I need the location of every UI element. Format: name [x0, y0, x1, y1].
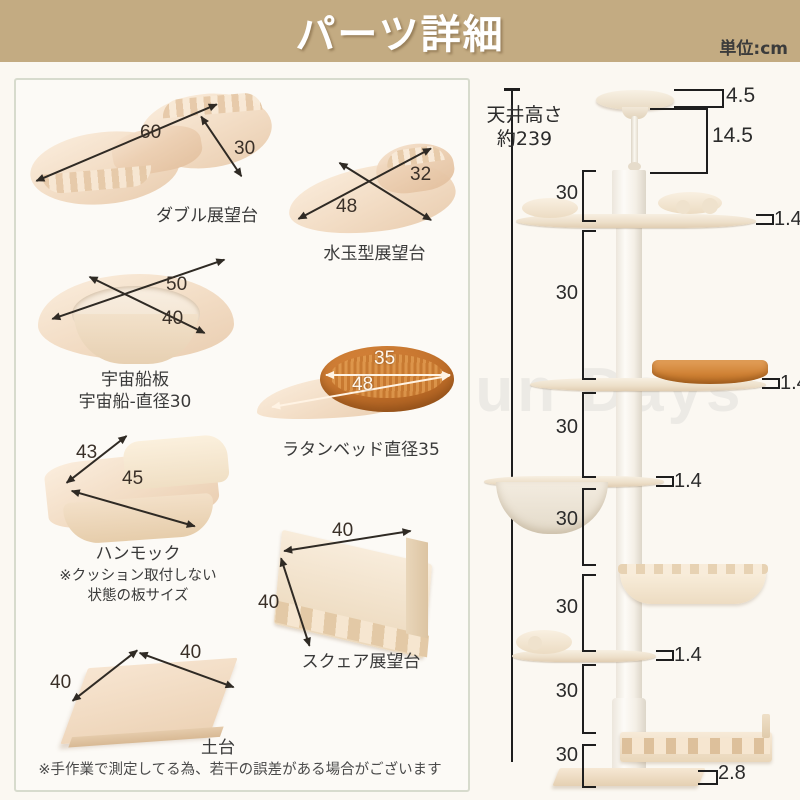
rattan-bed-image [330, 354, 444, 398]
part-base-board: 40 40 土台 [28, 628, 268, 778]
square-deck-slats-on-tower [622, 738, 770, 754]
shelf-thickness-label: 1.4 [674, 644, 702, 666]
shelf-thickness-label: 1.4 [674, 470, 702, 492]
part-caption: 土台 [201, 738, 235, 758]
part-note: ※クッション取付しない [59, 568, 217, 584]
shelf-thickness-label: 1.4 [774, 208, 800, 230]
base-thickness-label: 2.8 [718, 762, 746, 784]
hammock-rail-on-tower [618, 564, 768, 574]
segment-label: 30 [555, 416, 578, 438]
part-square-deck: 40 40 スクェア展望台 [256, 510, 466, 690]
ceiling-plate-neck [622, 107, 648, 119]
polkadot-knob-on-tower [528, 636, 542, 650]
measurement-footnote: ※手作業で測定してる為、若干の誤差がある場合がございます [38, 762, 442, 778]
dimension-label: 35 [374, 348, 396, 369]
segment-label: 30 [555, 680, 578, 702]
square-deck-image [406, 537, 428, 639]
part-caption: 宇宙船板 [101, 370, 169, 390]
base-thickness-callout [698, 770, 718, 785]
segment-bracket [582, 488, 596, 566]
dimension-label: 50 [166, 274, 188, 295]
pole-body [616, 216, 642, 776]
pole-top [612, 170, 646, 218]
ceiling-height-line1: 天井高さ [486, 104, 563, 126]
part-caption: 宇宙船-直径30 [78, 392, 192, 412]
dimension-label: 48 [352, 374, 374, 395]
tension-rod [631, 116, 638, 166]
page-title: パーツ詳細 [295, 12, 505, 58]
dimension-label: 60 [140, 122, 162, 143]
part-caption: ダブル展望台 [156, 206, 258, 226]
dimension-label: 45 [122, 468, 144, 489]
part-note: 状態の板サイズ [87, 588, 189, 604]
part-caption: スクェア展望台 [301, 652, 421, 672]
part-rattan-bed: 35 48 ラタンベッド直径35 [254, 330, 466, 470]
segment-bracket [582, 664, 596, 734]
segment-bracket [582, 744, 596, 788]
dimension-label: 40 [180, 642, 202, 663]
ceiling-height-line [511, 90, 513, 762]
thickness-callout [656, 476, 674, 487]
segment-label: 30 [555, 508, 578, 530]
dimension-label: 40 [332, 520, 354, 541]
segment-bracket [582, 574, 596, 652]
part-caption: ハンモック [95, 544, 181, 564]
ceiling-tick [504, 88, 520, 91]
shelf-double-deck-knob [702, 198, 718, 214]
thickness-callout [756, 214, 774, 225]
segment-label: 30 [555, 182, 578, 204]
segment-bracket [582, 392, 596, 478]
parts-panel: 60 30 ダブル展望台 48 32 水玉型展望台 50 40 宇宙船板 [14, 78, 470, 792]
square-deck-post-on-tower [762, 714, 770, 738]
callout-top-plate [674, 89, 724, 108]
top-plate-thickness-label: 4.5 [726, 84, 756, 107]
rattan-bed-on-tower [652, 360, 768, 384]
part-polkadot-deck: 48 32 水玉型展望台 [284, 122, 464, 272]
part-caption: ラタンベッド直径35 [282, 440, 440, 460]
part-hammock: 43 45 ハンモック ※クッション取付しない 状態の板サイズ [28, 420, 248, 620]
header-banner: パーツ詳細 [0, 0, 800, 62]
dimension-label: 48 [336, 196, 358, 217]
segment-label: 30 [555, 744, 578, 766]
dimension-arrow [325, 371, 451, 379]
dimension-label: 40 [162, 308, 184, 329]
segment-label: 30 [555, 282, 578, 304]
dimension-label: 40 [258, 592, 280, 613]
ceiling-height-label: 天井高さ 約239 [472, 104, 577, 152]
shelf-double-deck-knob [676, 200, 690, 214]
shelf-double-deck-bowl-left [522, 198, 578, 218]
shelf-spaceship [484, 476, 664, 487]
dimension-label: 30 [234, 138, 256, 159]
dimension-label: 32 [410, 164, 432, 185]
polkadot-bowl-on-tower [516, 630, 572, 654]
unit-label: 単位:cm [719, 39, 788, 59]
shelf-thickness-label: 1.4 [780, 372, 800, 394]
dimension-label: 43 [76, 442, 98, 463]
ceiling-height-line2: 約239 [496, 127, 553, 150]
segment-bracket [582, 170, 596, 222]
segment-bracket [582, 230, 596, 380]
part-spaceship-board: 50 40 宇宙船板 宇宙船-直径30 [30, 252, 260, 422]
tension-rod-cap [628, 162, 641, 171]
tower-base [552, 768, 706, 786]
part-caption: 水玉型展望台 [323, 244, 426, 264]
hammock-image [62, 492, 216, 546]
segment-label: 30 [555, 596, 578, 618]
part-double-deck: 60 30 ダブル展望台 [22, 84, 282, 226]
shelf-double-deck [516, 214, 756, 228]
dimension-label: 40 [50, 672, 72, 693]
thickness-callout [656, 650, 674, 661]
ceiling-plate [596, 90, 674, 110]
callout-tension-rod [650, 108, 708, 174]
tension-rod-length-label: 14.5 [712, 124, 753, 147]
tower-diagram: 天井高さ 約239 4.5 14.5 [470, 78, 800, 793]
thickness-callout [762, 378, 780, 389]
